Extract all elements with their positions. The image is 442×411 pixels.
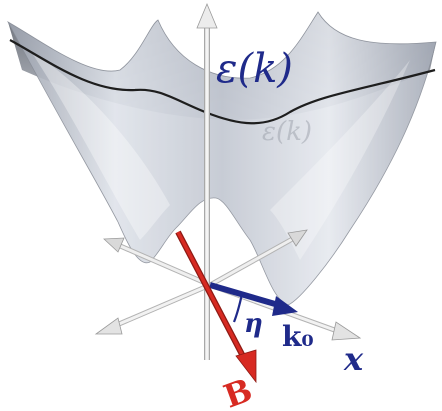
surface-highlight-right [270, 60, 410, 260]
label-wavevector: k₀ [282, 320, 314, 353]
angle-arc [232, 293, 244, 323]
wavevector-arrowhead [272, 296, 298, 316]
axis-back-left-arrowhead [103, 237, 125, 253]
axis-energy-arrowhead [196, 2, 218, 29]
label-angle: η [244, 309, 263, 339]
axis-back-left [103, 237, 211, 288]
surface-reflection: ε(k) [262, 117, 312, 147]
label-energy: ε(k) [216, 46, 293, 92]
label-x-axis: x [343, 340, 364, 378]
surface-body [7, 11, 437, 306]
field-arrowhead [235, 349, 257, 384]
surface-highlight-left [30, 50, 170, 240]
field-arrow [175, 230, 257, 384]
axis-energy [196, 2, 218, 360]
wavevector-arrow [209, 282, 298, 316]
label-field: B [219, 371, 257, 411]
axis-back-right [208, 229, 308, 288]
axis-back-right-arrowhead [287, 229, 308, 247]
axis-front-left-arrowhead [94, 317, 123, 335]
axis-front-left [94, 282, 211, 335]
axis-x-arrowhead [331, 321, 362, 341]
